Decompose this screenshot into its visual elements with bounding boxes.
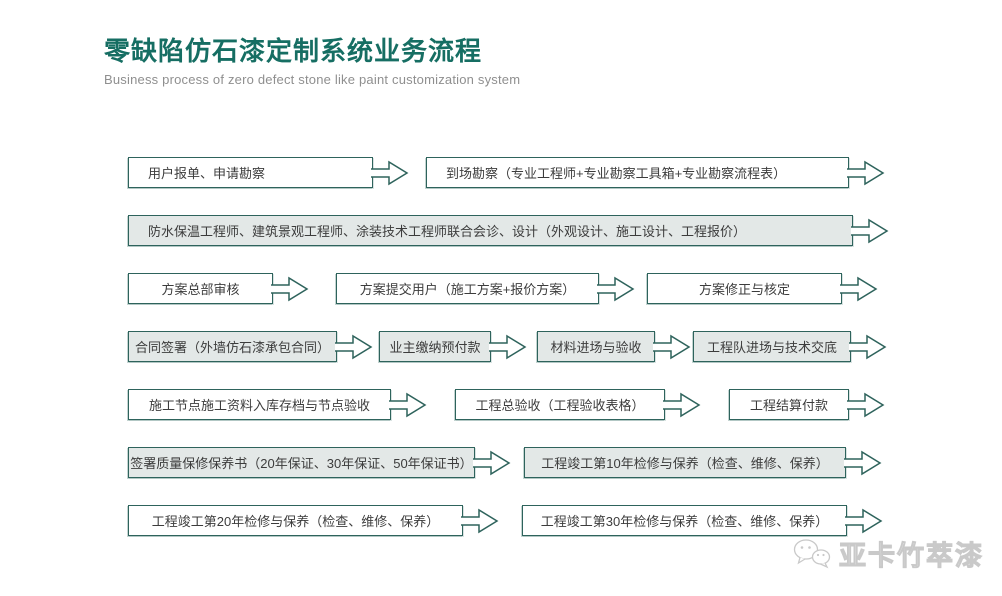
flow-arrow-icon: [851, 218, 889, 243]
flow-arrow-icon: [489, 334, 527, 359]
flow-box: 工程总验收（工程验收表格）: [455, 389, 665, 420]
flow-arrow-icon: [461, 508, 499, 533]
flow-arrow-icon: [653, 334, 691, 359]
flow-box: 工程队进场与技术交底: [693, 331, 851, 362]
flow-row-7: 工程竣工第20年检修与保养（检查、维修、保养） 工程竣工第30年检修与保养（检查…: [128, 505, 928, 536]
flow-box: 用户报单、申请勘察: [128, 157, 373, 188]
flow-box: 防水保温工程师、建筑景观工程师、涂装技术工程师联合会诊、设计（外观设计、施工设计…: [128, 215, 853, 246]
flow-row-4: 合同签署（外墙仿石漆承包合同） 业主缴纳预付款 材料进场与验收 工程队进场与技术…: [128, 331, 928, 362]
flow-box: 方案提交用户（施工方案+报价方案）: [336, 273, 599, 304]
flow-arrow-icon: [597, 276, 635, 301]
flow-arrow-icon: [271, 276, 309, 301]
brand-watermark: 亚卡竹萃漆: [792, 534, 984, 573]
flow-box: 施工节点施工资料入库存档与节点验收: [128, 389, 391, 420]
flow-row-2: 防水保温工程师、建筑景观工程师、涂装技术工程师联合会诊、设计（外观设计、施工设计…: [128, 215, 928, 246]
flow-arrow-icon: [335, 334, 373, 359]
flow-box: 工程竣工第20年检修与保养（检查、维修、保养）: [128, 505, 463, 536]
flow-box: 工程竣工第10年检修与保养（检查、维修、保养）: [524, 447, 846, 478]
page-title: 零缺陷仿石漆定制系统业务流程: [104, 36, 483, 66]
flow-arrow-icon: [840, 276, 878, 301]
flow-arrow-icon: [845, 508, 883, 533]
flow-arrow-icon: [371, 160, 409, 185]
flow-box: 签署质量保修保养书（20年保证、30年保证、50年保证书）: [128, 447, 475, 478]
flow-arrow-icon: [663, 392, 701, 417]
flow-row-3: 方案总部审核 方案提交用户（施工方案+报价方案） 方案修正与核定: [128, 273, 928, 304]
flow-arrow-icon: [849, 334, 887, 359]
flow-arrow-icon: [389, 392, 427, 417]
flow-row-5: 施工节点施工资料入库存档与节点验收 工程总验收（工程验收表格） 工程结算付款: [128, 389, 928, 420]
flow-box: 到场勘察（专业工程师+专业勘察工具箱+专业勘察流程表）: [426, 157, 849, 188]
brand-name: 亚卡竹萃漆: [839, 541, 984, 572]
flow-row-6: 签署质量保修保养书（20年保证、30年保证、50年保证书） 工程竣工第10年检修…: [128, 447, 928, 478]
wechat-icon: [793, 538, 831, 568]
flow-arrow-icon: [847, 160, 885, 185]
flow-row-1: 用户报单、申请勘察 到场勘察（专业工程师+专业勘察工具箱+专业勘察流程表）: [128, 157, 928, 188]
flow-box: 材料进场与验收: [537, 331, 655, 362]
flow-box: 方案修正与核定: [647, 273, 842, 304]
flow-box: 合同签署（外墙仿石漆承包合同）: [128, 331, 337, 362]
flow-box: 工程结算付款: [729, 389, 849, 420]
flow-box: 工程竣工第30年检修与保养（检查、维修、保养）: [522, 505, 847, 536]
flow-box: 业主缴纳预付款: [379, 331, 491, 362]
flow-arrow-icon: [473, 450, 511, 475]
flow-arrow-icon: [844, 450, 882, 475]
header: 零缺陷仿石漆定制系统业务流程 Business process of zero …: [104, 36, 520, 87]
flow-diagram: 用户报单、申请勘察 到场勘察（专业工程师+专业勘察工具箱+专业勘察流程表） 防水…: [128, 157, 928, 563]
flow-arrow-icon: [847, 392, 885, 417]
flow-box: 方案总部审核: [128, 273, 273, 304]
page-subtitle: Business process of zero defect stone li…: [104, 72, 521, 88]
